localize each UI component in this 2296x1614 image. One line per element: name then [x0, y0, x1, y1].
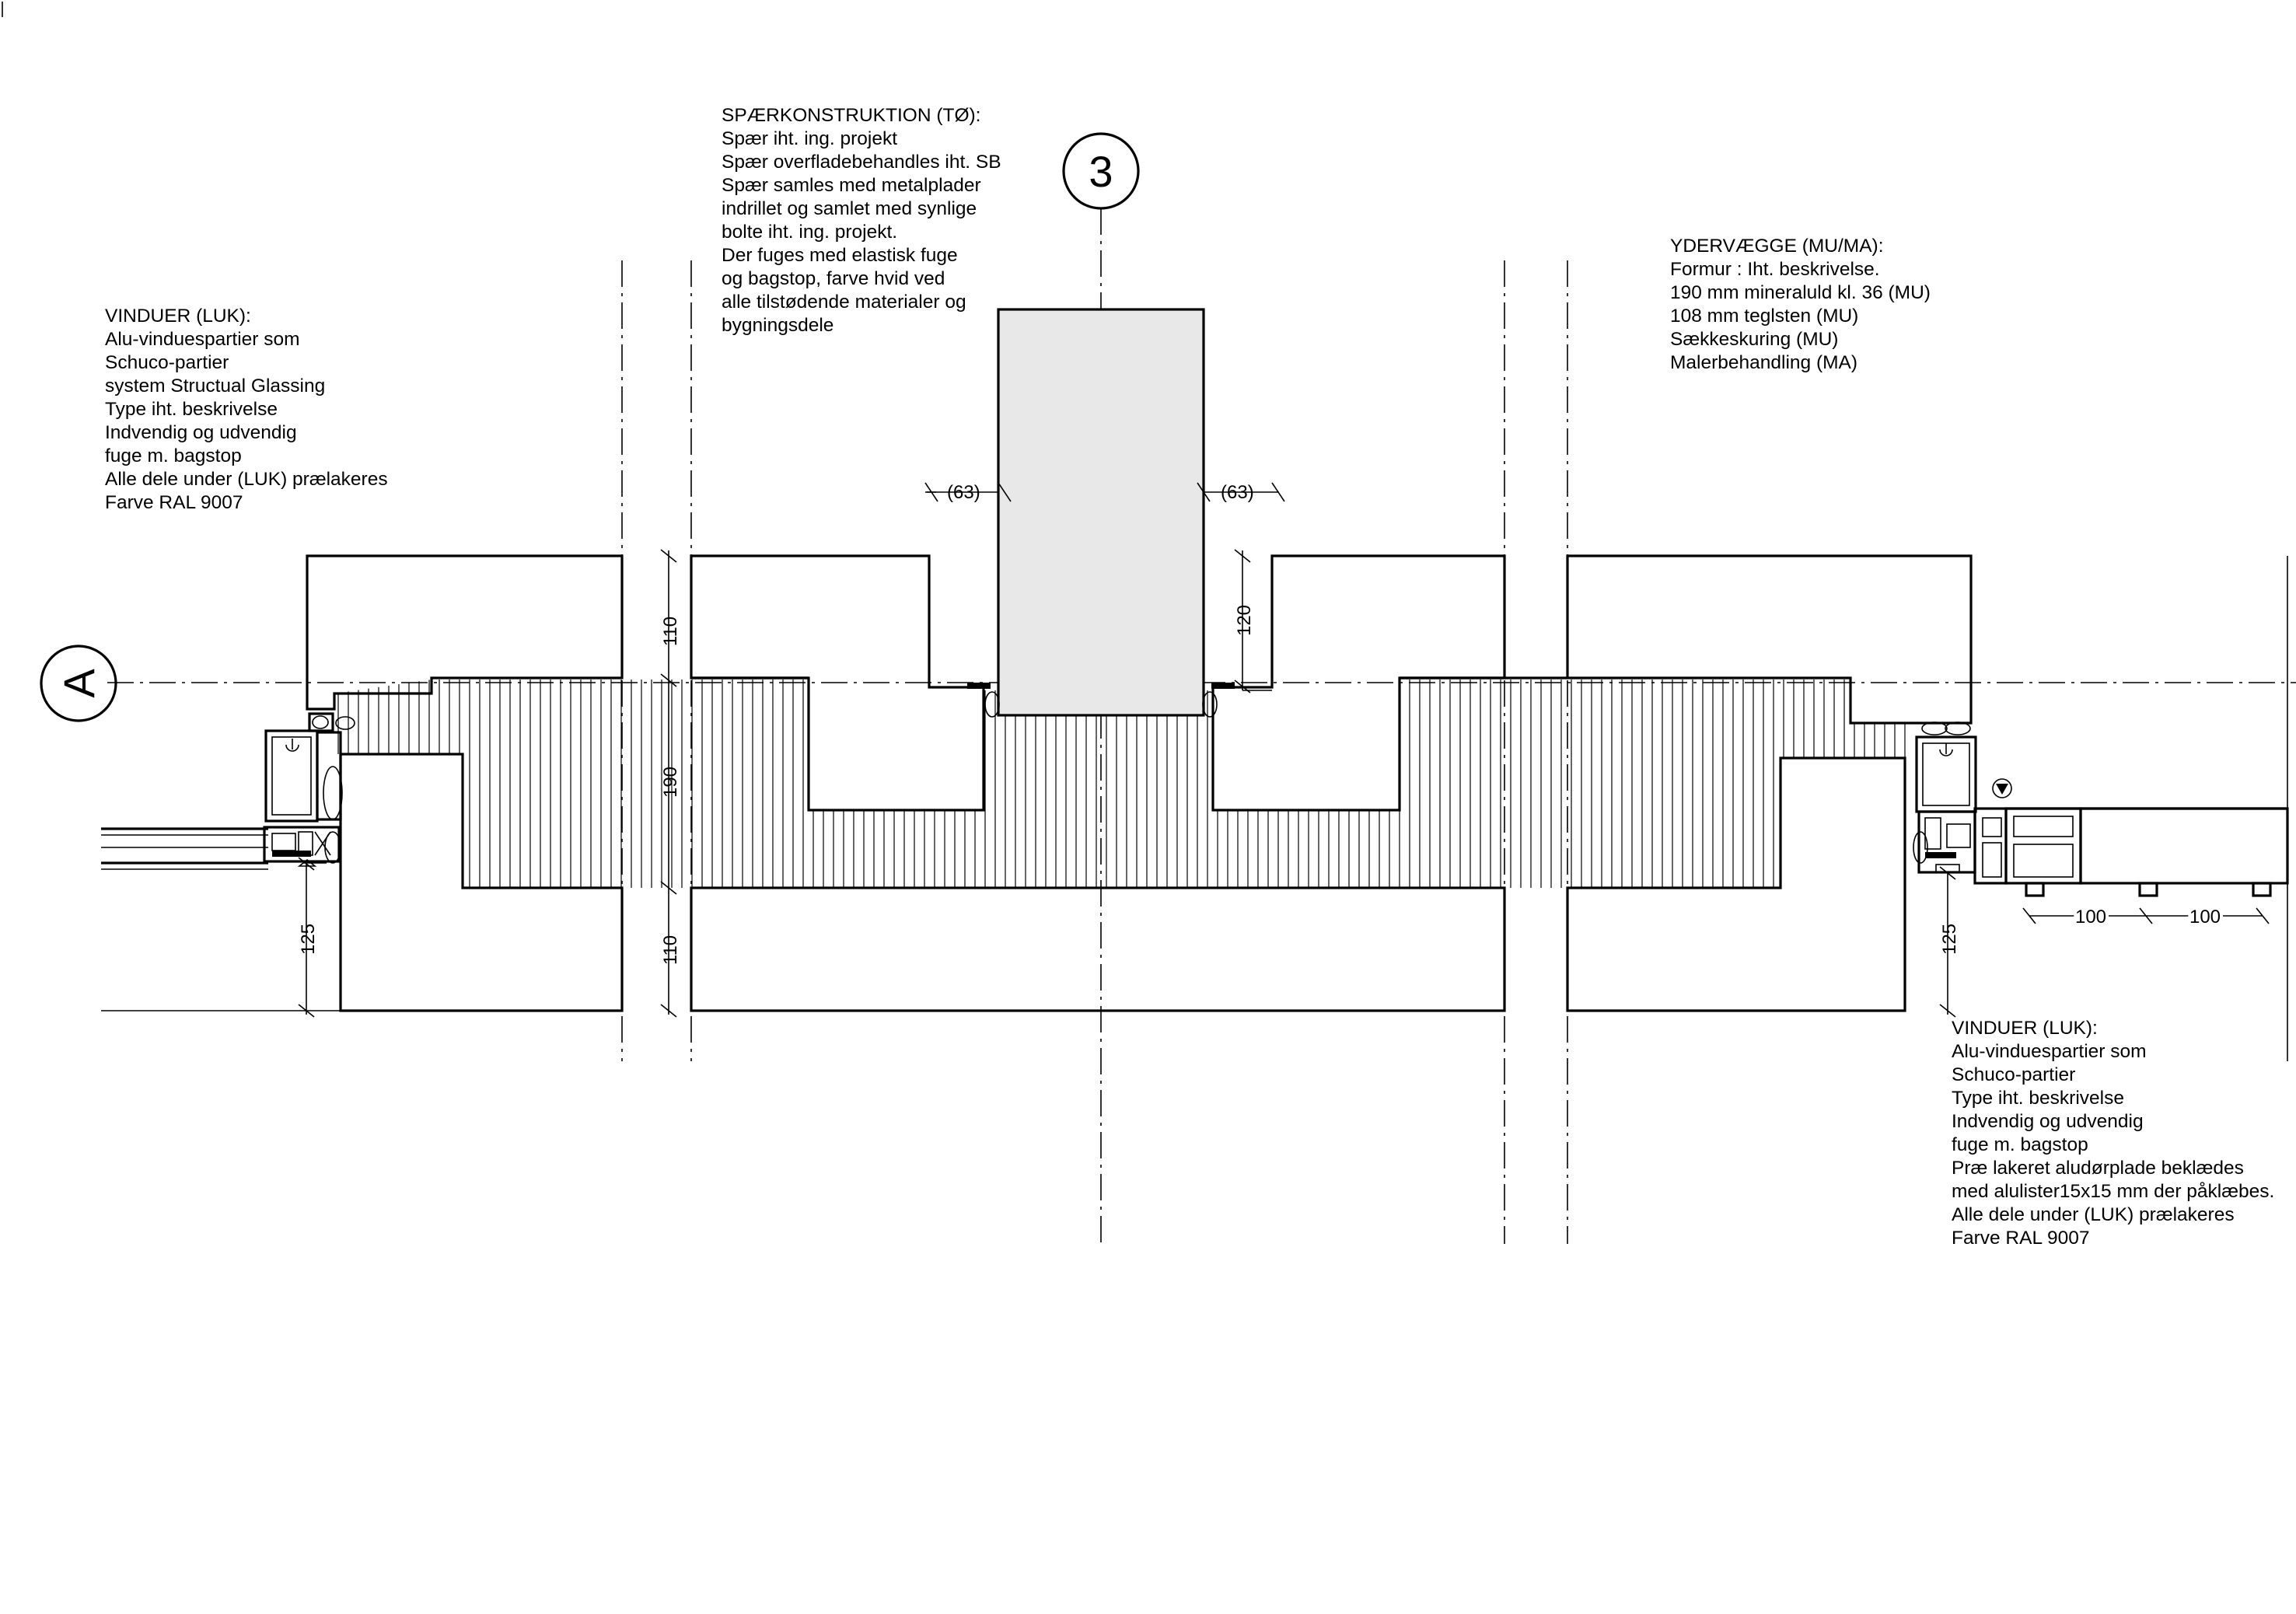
dim-rafter-right: (63)	[1221, 482, 1254, 503]
note-line: fuge m. bagstop	[1952, 1134, 2088, 1155]
note-line: og bagstop, farve hvid ved	[722, 268, 945, 289]
dim-spacing-2: 100	[2189, 907, 2221, 928]
note-title: VINDUER (LUK):	[105, 306, 251, 327]
dimension-lines	[101, 482, 2270, 1018]
note-title: SPÆRKONSTRUKTION (TØ):	[722, 105, 980, 126]
left-window-frame	[101, 712, 355, 870]
note-line: Malerbehandling (MA)	[1670, 352, 1857, 373]
dim-rafter-left: (63)	[947, 482, 980, 503]
note-line: Schuco-partier	[1952, 1064, 2075, 1085]
grid-label-column: 3	[1089, 147, 1113, 196]
dim-insulation: 190	[660, 767, 681, 798]
note-line: Spær iht. ing. projekt	[722, 128, 897, 149]
note-title: YDERVÆGGE (MU/MA):	[1670, 236, 1884, 257]
dim-left-reveal: 125	[298, 924, 319, 955]
dim-right-reveal: 125	[1939, 924, 1960, 955]
note-window-right: VINDUER (LUK): Alu-vinduespartier som Sc…	[1952, 1018, 2274, 1249]
note-line: Indvendig og udvendig	[1952, 1111, 2144, 1132]
grid-bubble-3: 3	[1062, 132, 1140, 210]
note-line: Alu-vinduespartier som	[1952, 1041, 2147, 1062]
note-line: Alle dele under (LUK) prælakeres	[105, 469, 388, 490]
note-outer-wall: YDERVÆGGE (MU/MA): Formur : Iht. beskriv…	[1670, 236, 1931, 373]
wall-section	[306, 554, 1973, 1012]
note-line: system Structual Glassing	[105, 376, 325, 397]
grid-label-row: A	[54, 669, 103, 698]
note-line: Alle dele under (LUK) prælakeres	[1952, 1204, 2235, 1225]
note-line: alle tilstødende materialer og	[722, 292, 966, 313]
note-line: bolte iht. ing. projekt.	[722, 222, 897, 243]
note-line: bygningsdele	[722, 315, 833, 336]
note-line: Type iht. beskrivelse	[1952, 1088, 2124, 1109]
note-rafter: SPÆRKONSTRUKTION (TØ): Spær iht. ing. pr…	[722, 105, 1001, 336]
right-window-frame	[1913, 721, 2289, 897]
outer-brick-leaf	[306, 554, 624, 711]
note-line: Schuco-partier	[105, 352, 229, 373]
note-title: VINDUER (LUK):	[1952, 1018, 2098, 1039]
note-window-left: VINDUER (LUK): Alu-vinduespartier som Sc…	[105, 306, 388, 513]
note-line: Spær samles med metalplader	[722, 175, 981, 196]
note-line: Sækkeskuring (MU)	[1670, 329, 1838, 350]
note-line: Spær overfladebehandles iht. SB	[722, 152, 1001, 173]
dimension-labels: (63) (63) 110 190 110 120 125 125 100 10…	[298, 482, 2224, 965]
note-line: Indvendig og udvendig	[105, 422, 297, 443]
note-line: Farve RAL 9007	[1952, 1228, 2090, 1249]
note-line: Præ lakeret aludørplade beklædes	[1952, 1158, 2244, 1179]
note-line: 190 mm mineraluld kl. 36 (MU)	[1670, 282, 1931, 303]
note-line: Alu-vinduespartier som	[105, 329, 300, 350]
dim-pier-outer: 120	[1234, 605, 1255, 636]
note-line: med alulister15x15 mm der påklæbes.	[1952, 1181, 2274, 1202]
note-line: 108 mm teglsten (MU)	[1670, 306, 1858, 327]
note-line: Formur : Iht. beskrivelse.	[1670, 259, 1880, 280]
dim-outer-leaf: 110	[660, 617, 681, 646]
note-line: Type iht. beskrivelse	[105, 399, 278, 420]
rafter	[967, 308, 1235, 718]
dim-spacing-1: 100	[2075, 907, 2106, 928]
note-line: Der fuges med elastisk fuge	[722, 245, 958, 266]
dim-inner-leaf: 110	[660, 935, 681, 965]
note-line: indrillet og samlet med synlige	[722, 198, 977, 219]
insulation-layer	[334, 679, 1909, 888]
grid-bubble-a: A	[40, 645, 117, 722]
note-line: Farve RAL 9007	[105, 492, 243, 513]
note-line: fuge m. bagstop	[105, 445, 242, 466]
